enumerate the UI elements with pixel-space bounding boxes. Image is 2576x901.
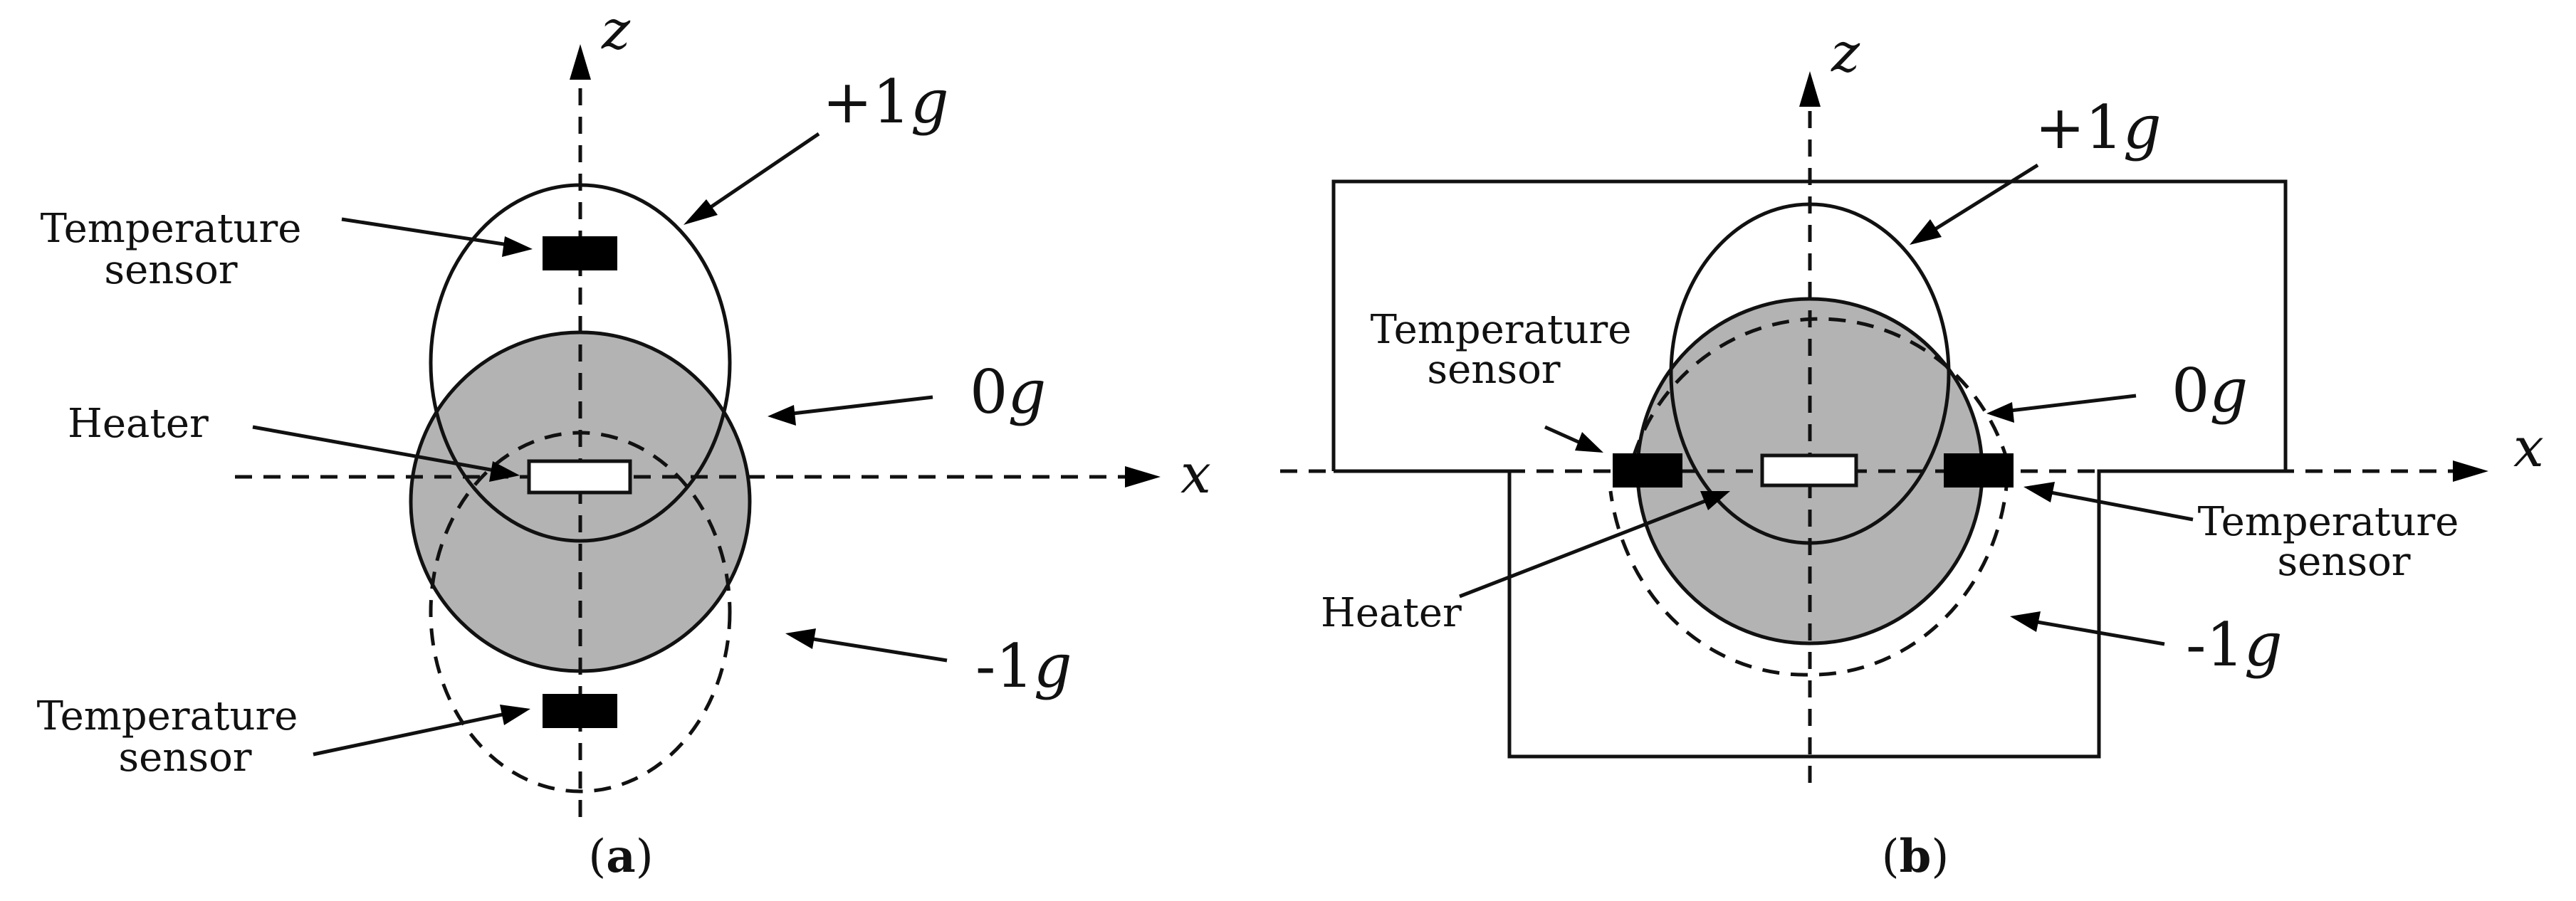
b-zero-g-label: 0g	[2172, 356, 2248, 426]
a-leader-plus-g-head	[684, 199, 718, 225]
a-caption-open: (	[588, 831, 606, 883]
b-sensor-right	[1944, 453, 2014, 488]
b-plus-g-label: +1g	[2035, 93, 2162, 162]
b-z-arrowhead	[1799, 71, 1821, 107]
b-minus-g-unit: g	[2244, 610, 2283, 680]
b-leader-zero-g	[2004, 394, 2137, 413]
a-zero-g-label: 0g	[970, 357, 1046, 427]
b-leader-sensor-right	[2043, 489, 2194, 522]
b-minus-g-label: -1g	[2186, 610, 2283, 680]
b-sensor-right-label-2: sensor	[2277, 539, 2410, 585]
a-sensor-bottom	[543, 694, 617, 728]
a-axis-z-label: z	[601, 0, 631, 61]
a-zero-g-num: 0	[970, 357, 1007, 427]
a-leader-sensor-bottom-head	[500, 705, 530, 725]
b-leader-minus-g	[2028, 618, 2165, 646]
a-leader-minus-g	[804, 636, 948, 663]
a-sensor-top-label-2: sensor	[104, 247, 237, 293]
a-sensor-bottom-label-1: Temperature	[37, 693, 298, 739]
b-leader-sensor-left-head	[1575, 432, 1603, 453]
a-caption-letter: a	[606, 830, 635, 883]
a-sensor-top-label-1: Temperature	[41, 206, 302, 252]
a-zero-g-unit: g	[1007, 357, 1046, 427]
b-container-outline	[1331, 179, 2288, 759]
b-zero-g-unit: g	[2209, 356, 2248, 426]
b-sensor-left-label-1: Temperature	[1371, 307, 1632, 353]
b-minus-g-num: -1	[2186, 610, 2244, 680]
a-leader-sensor-top-head	[502, 236, 533, 257]
a-caption: (a)	[588, 830, 653, 883]
b-caption-close: )	[1931, 831, 1949, 883]
b-axis-x-label: x	[2513, 416, 2544, 479]
b-x-arrowhead	[2453, 460, 2488, 482]
a-x-arrowhead	[1125, 466, 1161, 488]
a-minus-g-num: -1	[975, 631, 1034, 701]
a-leader-sensor-bottom	[313, 711, 510, 757]
b-heater	[1760, 453, 1858, 488]
a-plus-g-unit: g	[911, 67, 949, 137]
b-caption-open: (	[1882, 831, 1900, 883]
a-leader-minus-g-head	[785, 628, 816, 649]
a-minus-g-label: -1g	[975, 631, 1072, 701]
a-plus-g-label: +1g	[822, 67, 949, 137]
a-heater	[527, 459, 632, 495]
a-leader-heater-head	[489, 461, 520, 482]
b-axis-z-label: z	[1831, 21, 1860, 84]
a-leader-zero-g	[786, 395, 933, 416]
b-caption-letter: b	[1900, 830, 1932, 883]
b-leader-zero-g-head	[1986, 402, 2014, 423]
b-heater-label: Heater	[1321, 590, 1462, 636]
a-leader-zero-g-head	[768, 405, 796, 426]
b-sensor-left-label-2: sensor	[1427, 347, 1560, 393]
b-zero-g-num: 0	[2172, 356, 2209, 426]
b-leader-minus-g-head	[2010, 611, 2041, 632]
a-leader-heater	[252, 425, 499, 473]
a-leader-plus-g	[700, 132, 820, 216]
a-plus-g-num: +1	[822, 67, 911, 137]
b-leader-plus-g-head	[1910, 219, 1942, 245]
panel-a: z x +1g 0g -1g Temperature sensor Heater…	[37, 0, 1211, 883]
a-axis-x-label: x	[1180, 442, 1211, 505]
b-sensor-left	[1613, 453, 1682, 488]
b-leader-plus-g	[1925, 163, 2039, 237]
b-leader-heater-head	[1700, 491, 1730, 510]
a-caption-close: )	[636, 831, 654, 883]
a-leader-sensor-top	[341, 217, 513, 248]
a-sensor-bottom-label-2: sensor	[118, 734, 251, 781]
b-plus-g-num: +1	[2035, 93, 2123, 162]
panel-b: z x +1g 0g -1g Temperature sensor Temper…	[1280, 21, 2544, 883]
a-heater-label: Heater	[68, 401, 209, 447]
a-sensor-top	[543, 236, 617, 270]
a-minus-g-unit: g	[1034, 631, 1072, 701]
b-minus-g-outline	[1608, 317, 2010, 677]
b-leader-sensor-right-head	[2023, 482, 2055, 502]
b-sensor-right-label-1: Temperature	[2198, 499, 2459, 545]
b-leader-heater	[1459, 497, 1710, 599]
b-plus-g-unit: g	[2123, 93, 2162, 162]
b-caption: (b)	[1882, 830, 1949, 883]
a-z-arrowhead	[570, 44, 591, 80]
